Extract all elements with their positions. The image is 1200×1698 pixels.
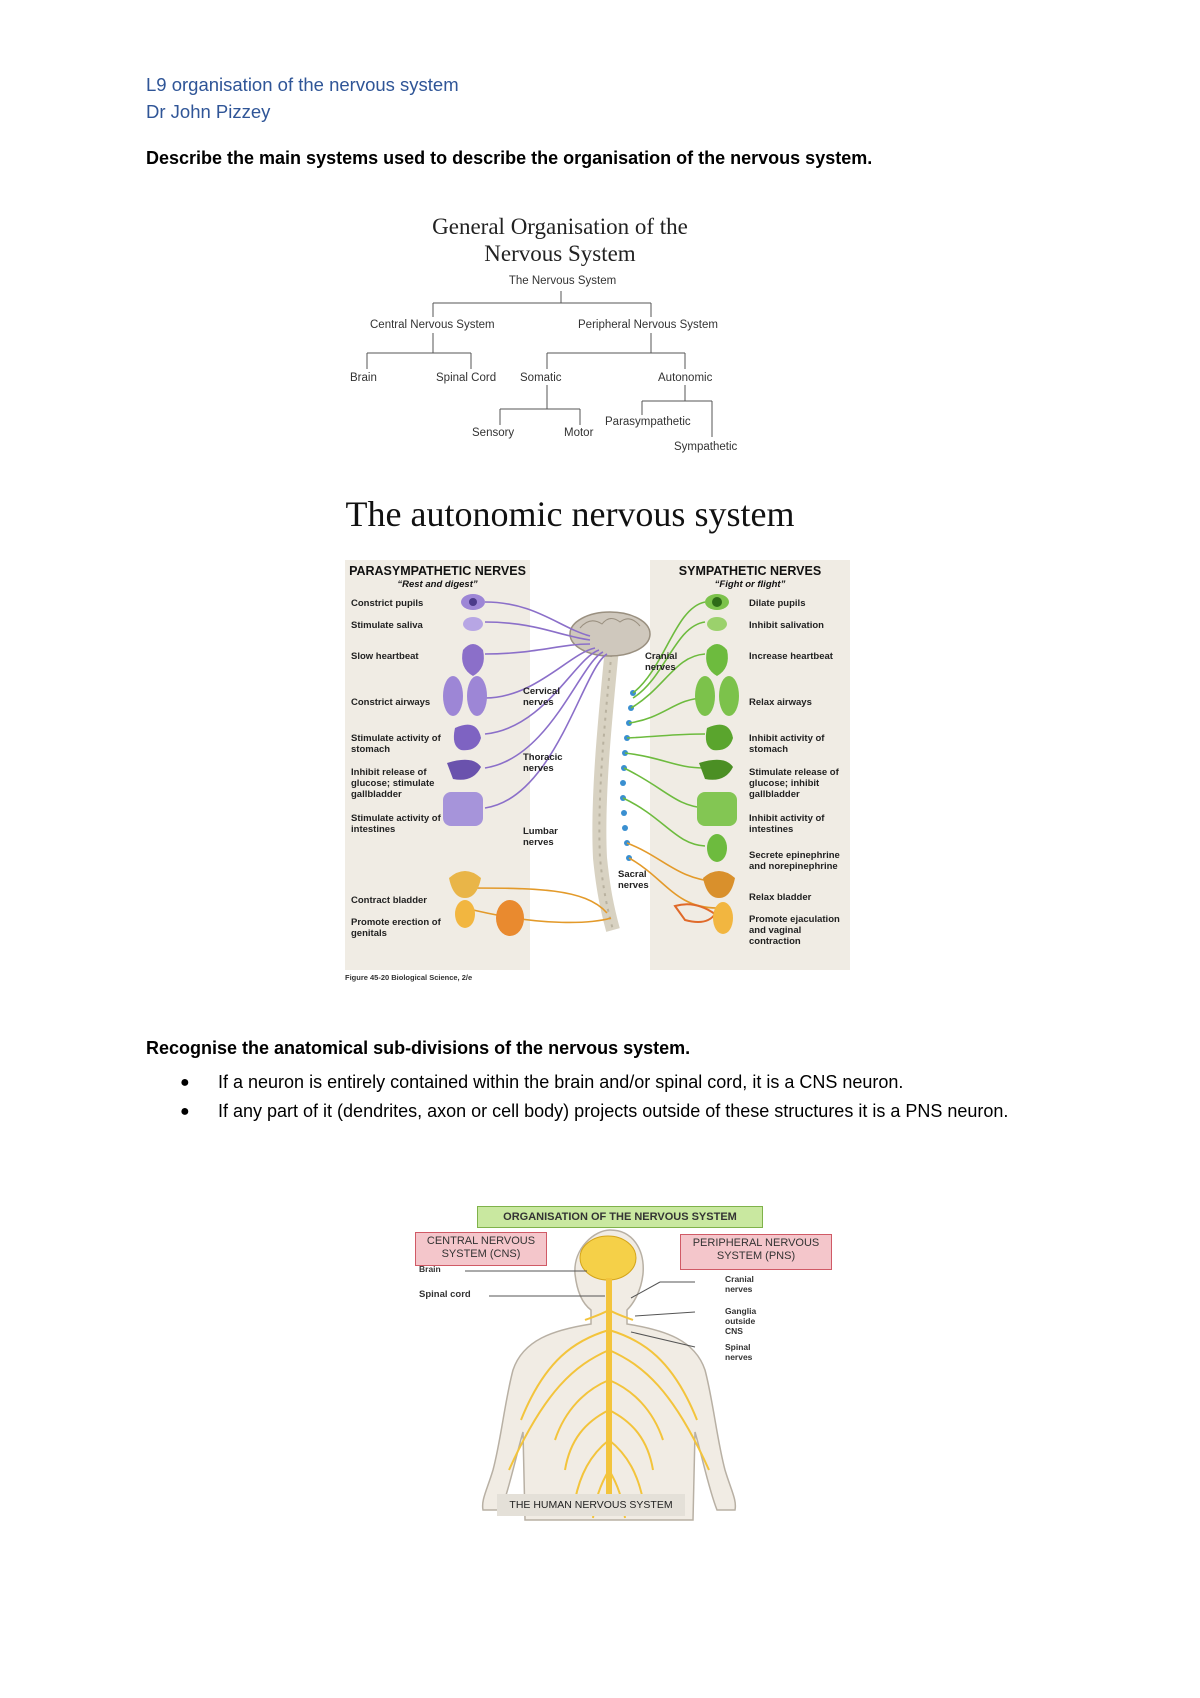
bullet-dot: ●	[180, 1103, 190, 1120]
spinal-column	[592, 637, 620, 932]
bullet-text-2: If any part of it (dendrites, axon or ce…	[218, 1101, 1009, 1121]
autonomic-diagram: PARASYMPATHETIC NERVES “Rest and digest”…	[345, 558, 850, 990]
bullet-dot: ●	[180, 1074, 190, 1091]
symp-item-10: Promote ejaculation and vaginal contract…	[749, 914, 840, 947]
para-item-7: Stimulate activity of intestines	[351, 813, 441, 835]
tree-sensory: Sensory	[472, 427, 515, 439]
para-item-5: Stimulate activity of stomach	[351, 733, 441, 755]
symp-item-9: Relax bladder	[749, 892, 812, 903]
body-illustration	[465, 1229, 737, 1521]
para-item-1: Constrict pupils	[351, 598, 424, 609]
para-subheading: “Rest and digest”	[397, 579, 478, 590]
symp-organs	[673, 594, 739, 934]
document-author: Dr John Pizzey	[146, 101, 271, 122]
para-item-4: Constrict airways	[351, 697, 431, 708]
sacral-nerves-label: Sacral nerves	[618, 869, 649, 891]
tree-somatic: Somatic	[520, 372, 562, 384]
cns-box: CENTRAL NERVOUS SYSTEM (CNS)	[415, 1232, 547, 1266]
para-item-9: Promote erection of genitals	[351, 917, 441, 939]
brain-label: Brain	[419, 1264, 441, 1274]
tree-sympathetic: Sympathetic	[674, 441, 738, 453]
lumbar-nerves-label: Lumbar nerves	[523, 826, 558, 848]
figure-caption: Figure 45-20 Biological Science, 2/e	[345, 973, 473, 982]
symp-item-1: Dilate pupils	[749, 598, 806, 609]
human-nervous-system-caption: THE HUMAN NERVOUS SYSTEM	[497, 1494, 685, 1516]
cranial-nerves-body-label: Cranial nerves	[725, 1274, 754, 1294]
para-heading: PARASYMPATHETIC NERVES	[349, 564, 526, 578]
tree-motor: Motor	[564, 427, 594, 439]
ans-title: The autonomic nervous system	[345, 494, 795, 534]
para-item-3: Slow heartbeat	[351, 651, 419, 662]
para-item-2: Stimulate saliva	[351, 620, 423, 631]
symp-item-7: Inhibit activity of intestines	[749, 813, 825, 835]
para-item-8: Contract bladder	[351, 895, 428, 906]
organisation-tree-diagram: General Organisation of the Nervous Syst…	[340, 205, 760, 475]
symp-item-5: Inhibit activity of stomach	[749, 733, 825, 755]
org-title-box: ORGANISATION OF THE NERVOUS SYSTEM	[477, 1206, 763, 1228]
symp-item-8: Secrete epinephrine and norepinephrine	[749, 850, 840, 872]
bullet-text-1: If a neuron is entirely contained within…	[218, 1072, 904, 1092]
tree-parasympathetic: Parasympathetic	[605, 416, 691, 428]
tree-brain: Brain	[350, 372, 377, 384]
symp-item-6: Stimulate release of glucose; inhibit ga…	[749, 767, 839, 800]
symp-item-2: Inhibit salivation	[749, 620, 824, 631]
cranial-nerves-label: Cranial nerves	[645, 651, 678, 673]
tree-cns: Central Nervous System	[370, 319, 495, 331]
document-title: L9 organisation of the nervous system	[146, 74, 459, 95]
tree-title-line1: General Organisation of the	[432, 214, 688, 239]
bullet-item-1: ● If a neuron is entirely contained with…	[180, 1068, 1078, 1097]
para-organs	[443, 594, 524, 936]
tree-root: The Nervous System	[508, 275, 617, 287]
question-1: Describe the main systems used to descri…	[146, 148, 873, 168]
human-nervous-system-figure: ORGANISATION OF THE NERVOUS SYSTEM CENTR…	[405, 1200, 845, 1530]
symp-heading: SYMPATHETIC NERVES	[678, 564, 822, 578]
tree-pns: Peripheral Nervous System	[578, 319, 718, 331]
thoracic-nerves-label: Thoracic nerves	[523, 752, 563, 774]
para-item-6: Inhibit release of glucose; stimulate ga…	[351, 767, 435, 800]
spinal-nerves-label: Spinal nerves	[725, 1342, 753, 1362]
tree-autonomic: Autonomic	[658, 372, 713, 384]
brain-shape	[569, 611, 651, 657]
symp-subheading: “Fight or flight”	[714, 579, 786, 590]
tree-connectors	[366, 291, 713, 437]
tree-title: General Organisation of the Nervous Syst…	[340, 213, 780, 267]
cervical-nerves-label: Cervical nerves	[523, 686, 560, 708]
pns-box: PERIPHERAL NERVOUS SYSTEM (PNS)	[680, 1234, 832, 1270]
spinal-cord-label: Spinal cord	[419, 1289, 471, 1300]
symp-item-4: Relax airways	[749, 697, 812, 708]
tree-title-line2: Nervous System	[484, 241, 636, 266]
ans-graphics	[443, 594, 739, 936]
sympathetic-panel	[650, 560, 850, 970]
bullet-item-2: ● If any part of it (dendrites, axon or …	[180, 1097, 1063, 1126]
question-2: Recognise the anatomical sub-divisions o…	[146, 1038, 691, 1058]
symp-item-3: Increase heartbeat	[749, 651, 833, 662]
tree-spinal-cord: Spinal Cord	[436, 372, 497, 384]
ganglia-label: Ganglia outside CNS	[725, 1306, 757, 1336]
